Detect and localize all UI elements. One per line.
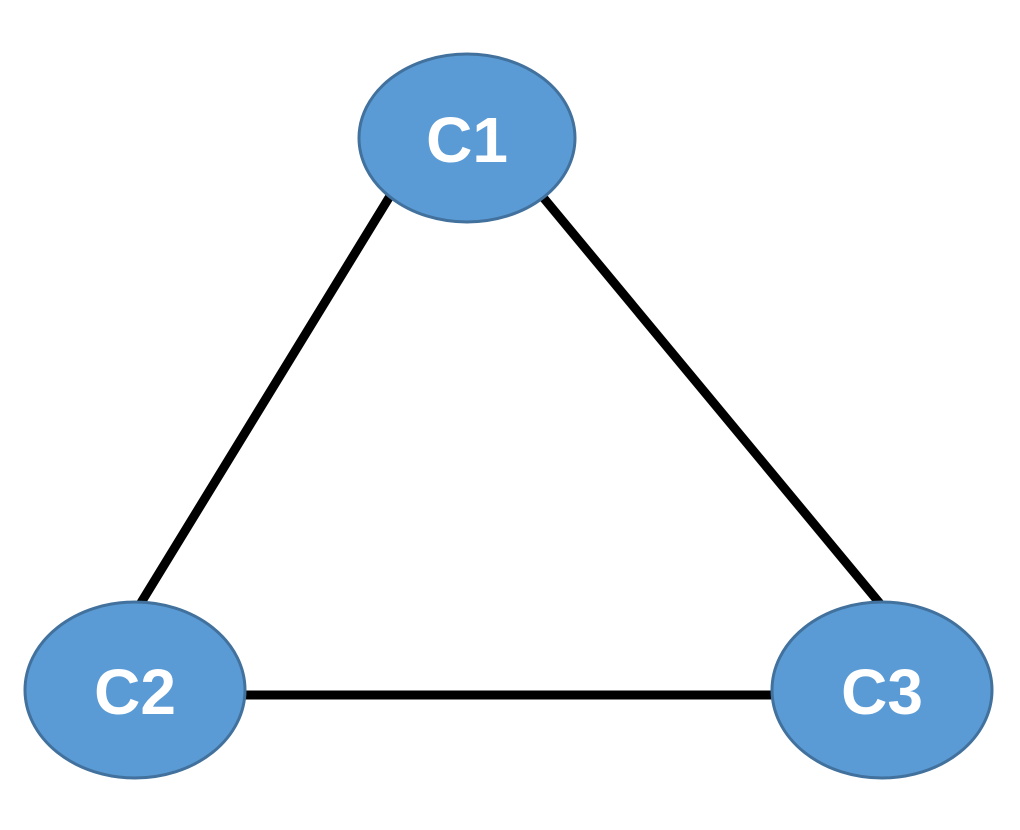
edge-c1-c3 [538,193,886,609]
edge-c1-c2 [135,193,394,609]
node-c1-label: C1 [426,104,508,176]
node-c3-circle [770,600,994,780]
node-c3-label: C3 [841,656,923,728]
node-c2-circle [23,600,247,780]
edges-layer [135,193,886,700]
node-c1-circle [357,52,577,224]
node-c1: C1 [357,52,577,224]
node-c3: C3 [770,600,994,780]
node-c2-label: C2 [94,656,176,728]
node-c2: C2 [23,600,247,780]
